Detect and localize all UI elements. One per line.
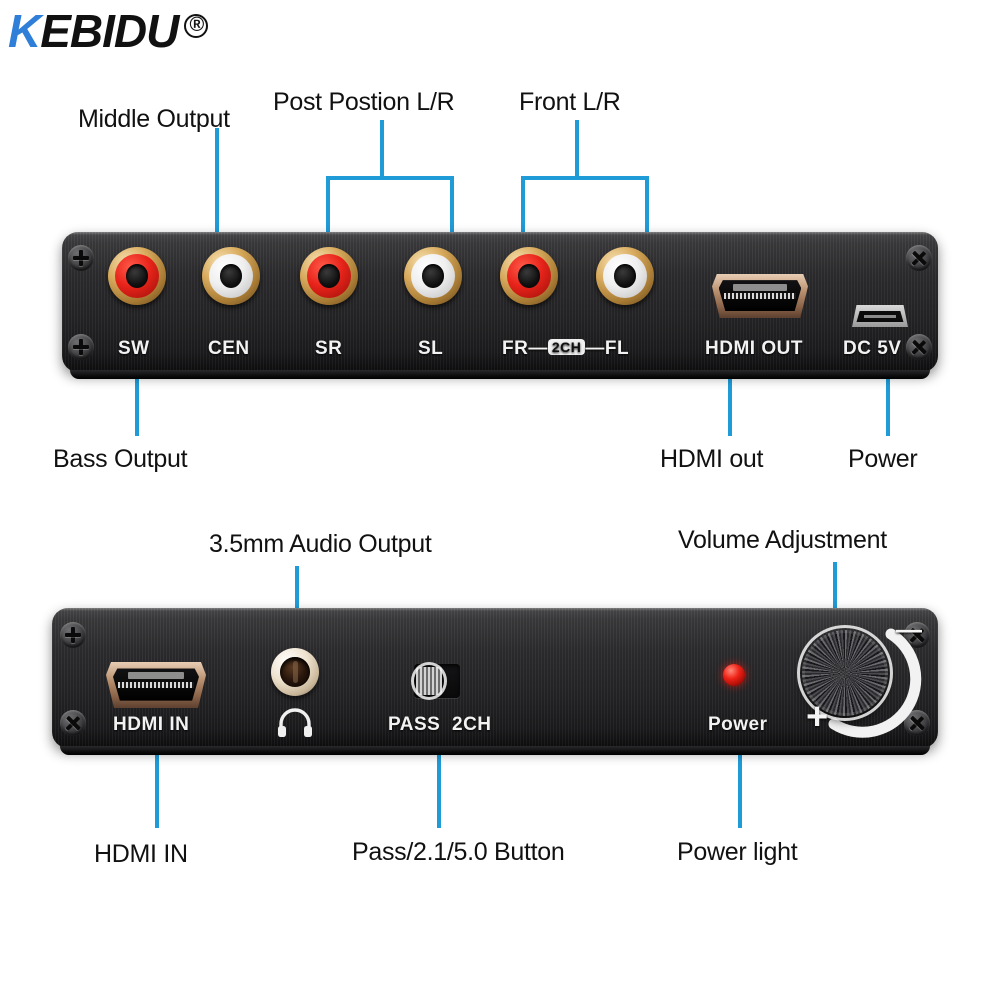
volume-plus-label: + xyxy=(806,696,829,738)
leader-power xyxy=(886,358,890,436)
leader-post-stem xyxy=(380,120,384,178)
callout-power: Power xyxy=(848,445,918,473)
callout-hdmi-out: HDMI out xyxy=(660,445,764,473)
port-label-dc-5v: DC 5V xyxy=(843,338,902,359)
leader-pass-button xyxy=(437,746,441,828)
screw-front-bottom-left xyxy=(60,710,86,736)
hdmi-out-port[interactable] xyxy=(712,274,808,318)
screw-top-left xyxy=(68,245,94,271)
brand-logo-rest: EBIDU xyxy=(40,5,179,57)
leader-volume xyxy=(833,562,837,632)
power-led-indicator xyxy=(723,664,745,686)
callout-hdmi-in: HDMI IN xyxy=(94,840,188,868)
leader-front-left xyxy=(521,176,525,238)
dc-5v-micro-usb-port[interactable] xyxy=(852,305,908,327)
headphone-icon xyxy=(276,708,314,743)
rca-jack-cen[interactable] xyxy=(202,247,260,311)
leader-front-bracket xyxy=(521,176,649,180)
port-label-sw: SW xyxy=(118,338,150,359)
port-label-sl: SL xyxy=(418,338,444,359)
port-label-hdmi-out: HDMI OUT xyxy=(705,338,803,359)
leader-hdmi-in xyxy=(155,746,159,828)
screw-bottom-right xyxy=(906,334,932,360)
port-label-fr: FR xyxy=(502,338,529,359)
callout-power-light: Power light xyxy=(677,838,798,866)
callout-middle-output: Middle Output xyxy=(78,105,230,133)
screw-bottom-left xyxy=(68,334,94,360)
screw-top-right xyxy=(906,245,932,271)
callout-35mm-audio-output: 3.5mm Audio Output xyxy=(209,530,432,558)
volume-knob[interactable] xyxy=(797,625,893,721)
brand-logo-k: K xyxy=(8,5,41,57)
port-label-2ch: 2CH xyxy=(452,714,492,735)
port-label-sr: SR xyxy=(315,338,343,359)
port-label-hdmi-in: HDMI IN xyxy=(113,714,190,735)
port-label-fr-2ch-fl: FR—2CH—FL xyxy=(502,338,630,359)
leader-post-left xyxy=(326,176,330,238)
port-label-cen: CEN xyxy=(208,338,250,359)
port-label-pass: PASS xyxy=(388,714,441,735)
screw-front-top-left xyxy=(60,622,86,648)
callout-volume-adjustment: Volume Adjustment xyxy=(678,526,887,554)
leader-post-bracket xyxy=(326,176,454,180)
leader-power-light xyxy=(738,746,742,828)
headphone-jack-35mm[interactable] xyxy=(271,648,319,696)
callout-front-lr: Front L/R xyxy=(519,88,621,116)
badge-2ch: 2CH xyxy=(547,339,586,355)
volume-arc-icon xyxy=(828,628,922,738)
leader-front-stem xyxy=(575,120,579,178)
rca-jack-sw[interactable] xyxy=(108,247,166,311)
leader-post-right xyxy=(450,176,454,238)
rca-jack-fr[interactable] xyxy=(500,247,558,311)
front-panel-edge xyxy=(60,746,930,755)
brand-logo: KEBIDU® xyxy=(8,5,209,57)
hdmi-in-port[interactable] xyxy=(106,662,206,708)
volume-knob-assembly[interactable] xyxy=(786,612,926,742)
volume-minus-label: — xyxy=(896,614,922,644)
rca-jack-fl[interactable] xyxy=(596,247,654,311)
leader-middle-output xyxy=(215,128,219,236)
registered-trademark-icon: ® xyxy=(184,13,209,38)
port-label-power: Power xyxy=(708,714,768,735)
leader-front-right xyxy=(645,176,649,238)
pass-2ch-slide-switch[interactable] xyxy=(411,662,460,700)
callout-pass-button: Pass/2.1/5.0 Button xyxy=(352,838,565,866)
leader-bass-output xyxy=(135,358,139,436)
leader-hdmi-out xyxy=(728,358,732,436)
rear-panel-edge xyxy=(70,370,930,379)
rca-jack-sr[interactable] xyxy=(300,247,358,311)
port-label-fl: FL xyxy=(604,338,630,359)
callout-bass-output: Bass Output xyxy=(53,445,188,473)
callout-post-position: Post Postion L/R xyxy=(273,88,455,116)
rca-jack-sl[interactable] xyxy=(404,247,462,311)
